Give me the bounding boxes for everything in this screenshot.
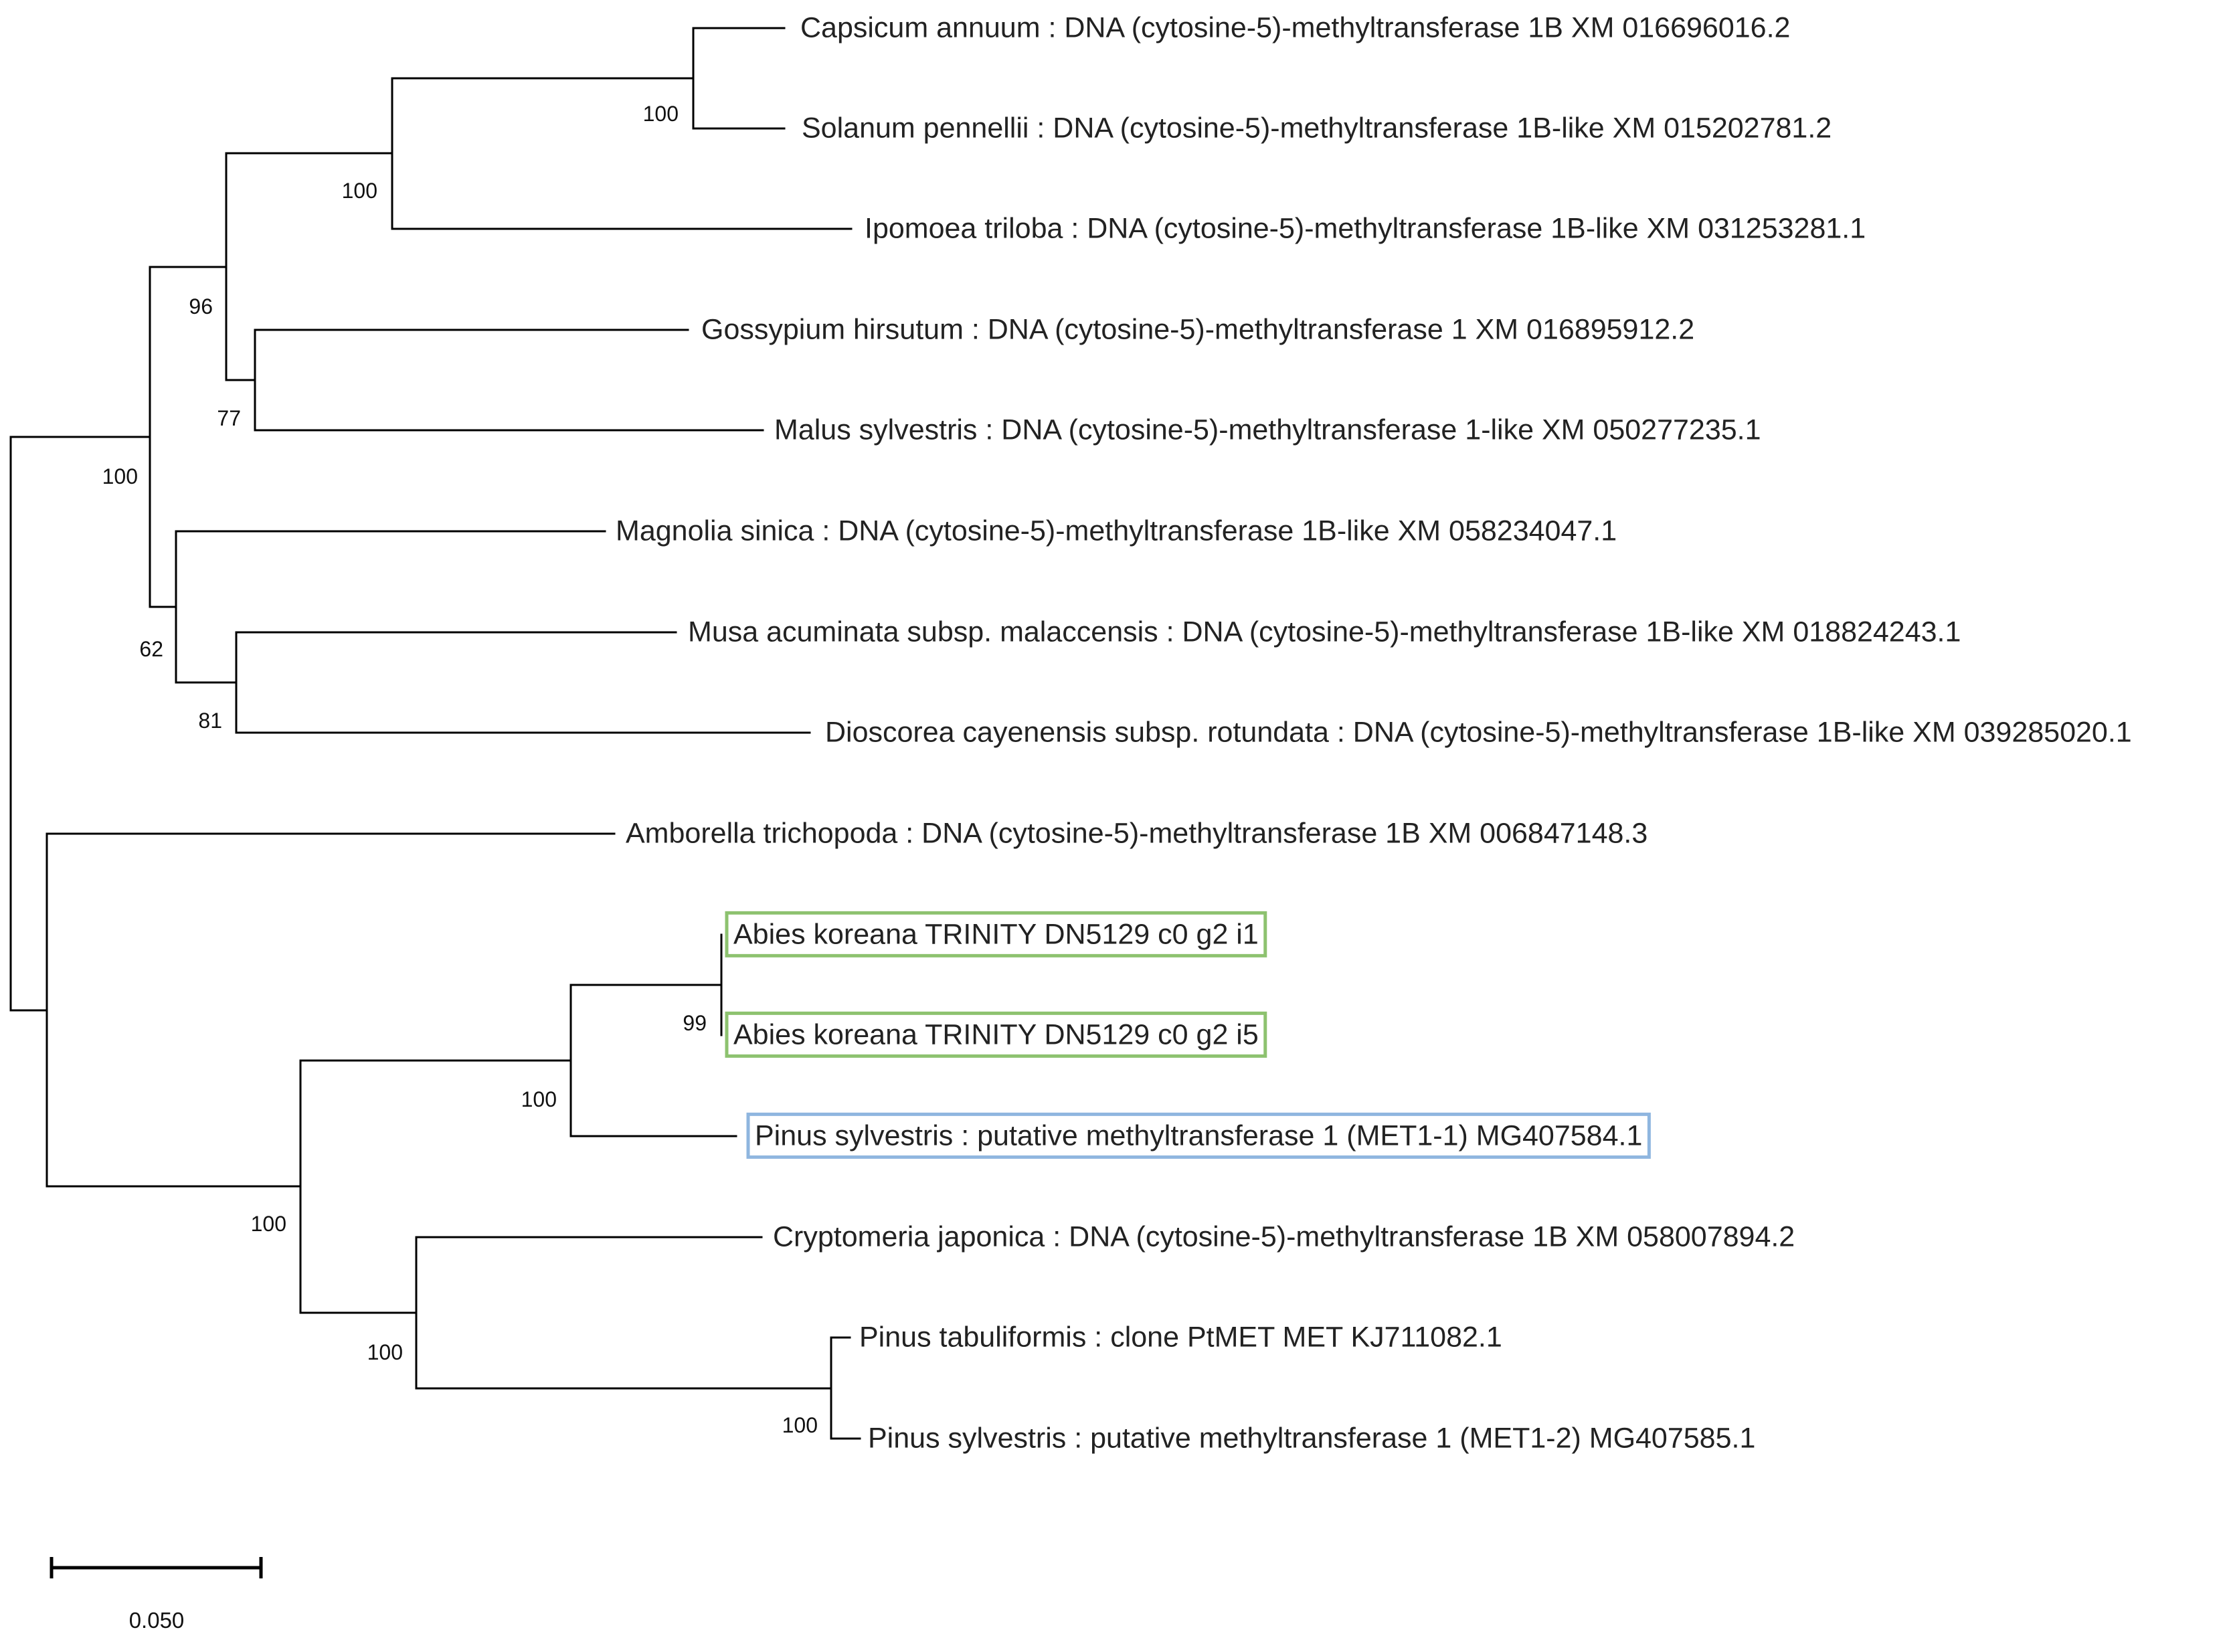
tree-branches [9,27,861,1440]
leaf-label-malus: Malus sylvestris : DNA (cytosine-5)-meth… [774,414,1761,446]
support-value-magnolia-monocots: 62 [139,637,163,661]
leaf-label-gossypium: Gossypium hirsutum : DNA (cytosine-5)-me… [701,313,1694,345]
leaf-label-magnolia: Magnolia sinica : DNA (cytosine-5)-methy… [616,515,1617,547]
leaf-label-pinus_tab: Pinus tabuliformis : clone PtMET MET KJ7… [859,1321,1502,1353]
support-value-musa-dioscorea: 81 [198,709,222,733]
highlight-box-abies5 [725,1011,1267,1058]
leaf-label-dioscorea: Dioscorea cayenensis subsp. rotundata : … [825,716,2132,748]
leaf-label-solanum: Solanum pennellii : DNA (cytosine-5)-met… [802,112,1832,144]
leaf-label-capsicum: Capsicum annuum : DNA (cytosine-5)-methy… [800,11,1790,43]
highlight-box-pinus_met11 [746,1112,1651,1159]
scale-bar: 0.050 [50,1557,263,1633]
leaf-label-abies1: Abies koreana TRINITY DN5129 c0 g2 i1 [733,918,1259,950]
support-value-asterids-rosids: 96 [189,294,213,318]
leaf-label-ipomoea: Ipomoea triloba : DNA (cytosine-5)-methy… [865,212,1866,244]
highlight-box-abies1 [725,911,1267,957]
support-value-conifers: 100 [782,1413,818,1437]
support-value-abies-pinus: 100 [521,1087,557,1111]
support-value-gossypium-malus: 77 [217,406,241,430]
leaf-labels: Capsicum annuum : DNA (cytosine-5)-methy… [616,11,2132,1454]
leaf-label-cryptomeria: Cryptomeria japonica : DNA (cytosine-5)-… [773,1220,1795,1253]
leaf-label-pinus_met11: Pinus sylvestris : putative methyltransf… [755,1119,1642,1152]
scale-bar-label: 0.050 [129,1608,185,1633]
leaf-label-amborella: Amborella trichopoda : DNA (cytosine-5)-… [626,817,1648,849]
support-value-pinus-tab-met12: 100 [251,1212,286,1236]
support-values: 100 100 96 77 100 62 81 99 100 100 100 100 [102,102,818,1437]
highlight-boxes [725,911,1651,1159]
leaf-label-abies5: Abies koreana TRINITY DN5129 c0 g2 i5 [733,1018,1259,1050]
support-value-solanaceae-ipomoea: 100 [342,179,377,203]
support-value-cryptomeria-pinus: 100 [367,1340,403,1364]
support-value-capsicum-solanum: 100 [643,102,679,126]
leaf-label-pinus_met12: Pinus sylvestris : putative methyltransf… [868,1422,1755,1454]
support-value-abies-pair: 99 [683,1011,707,1035]
support-value-eudicots-monocots: 100 [102,464,138,488]
leaf-label-musa: Musa acuminata subsp. malaccensis : DNA … [688,616,1961,648]
